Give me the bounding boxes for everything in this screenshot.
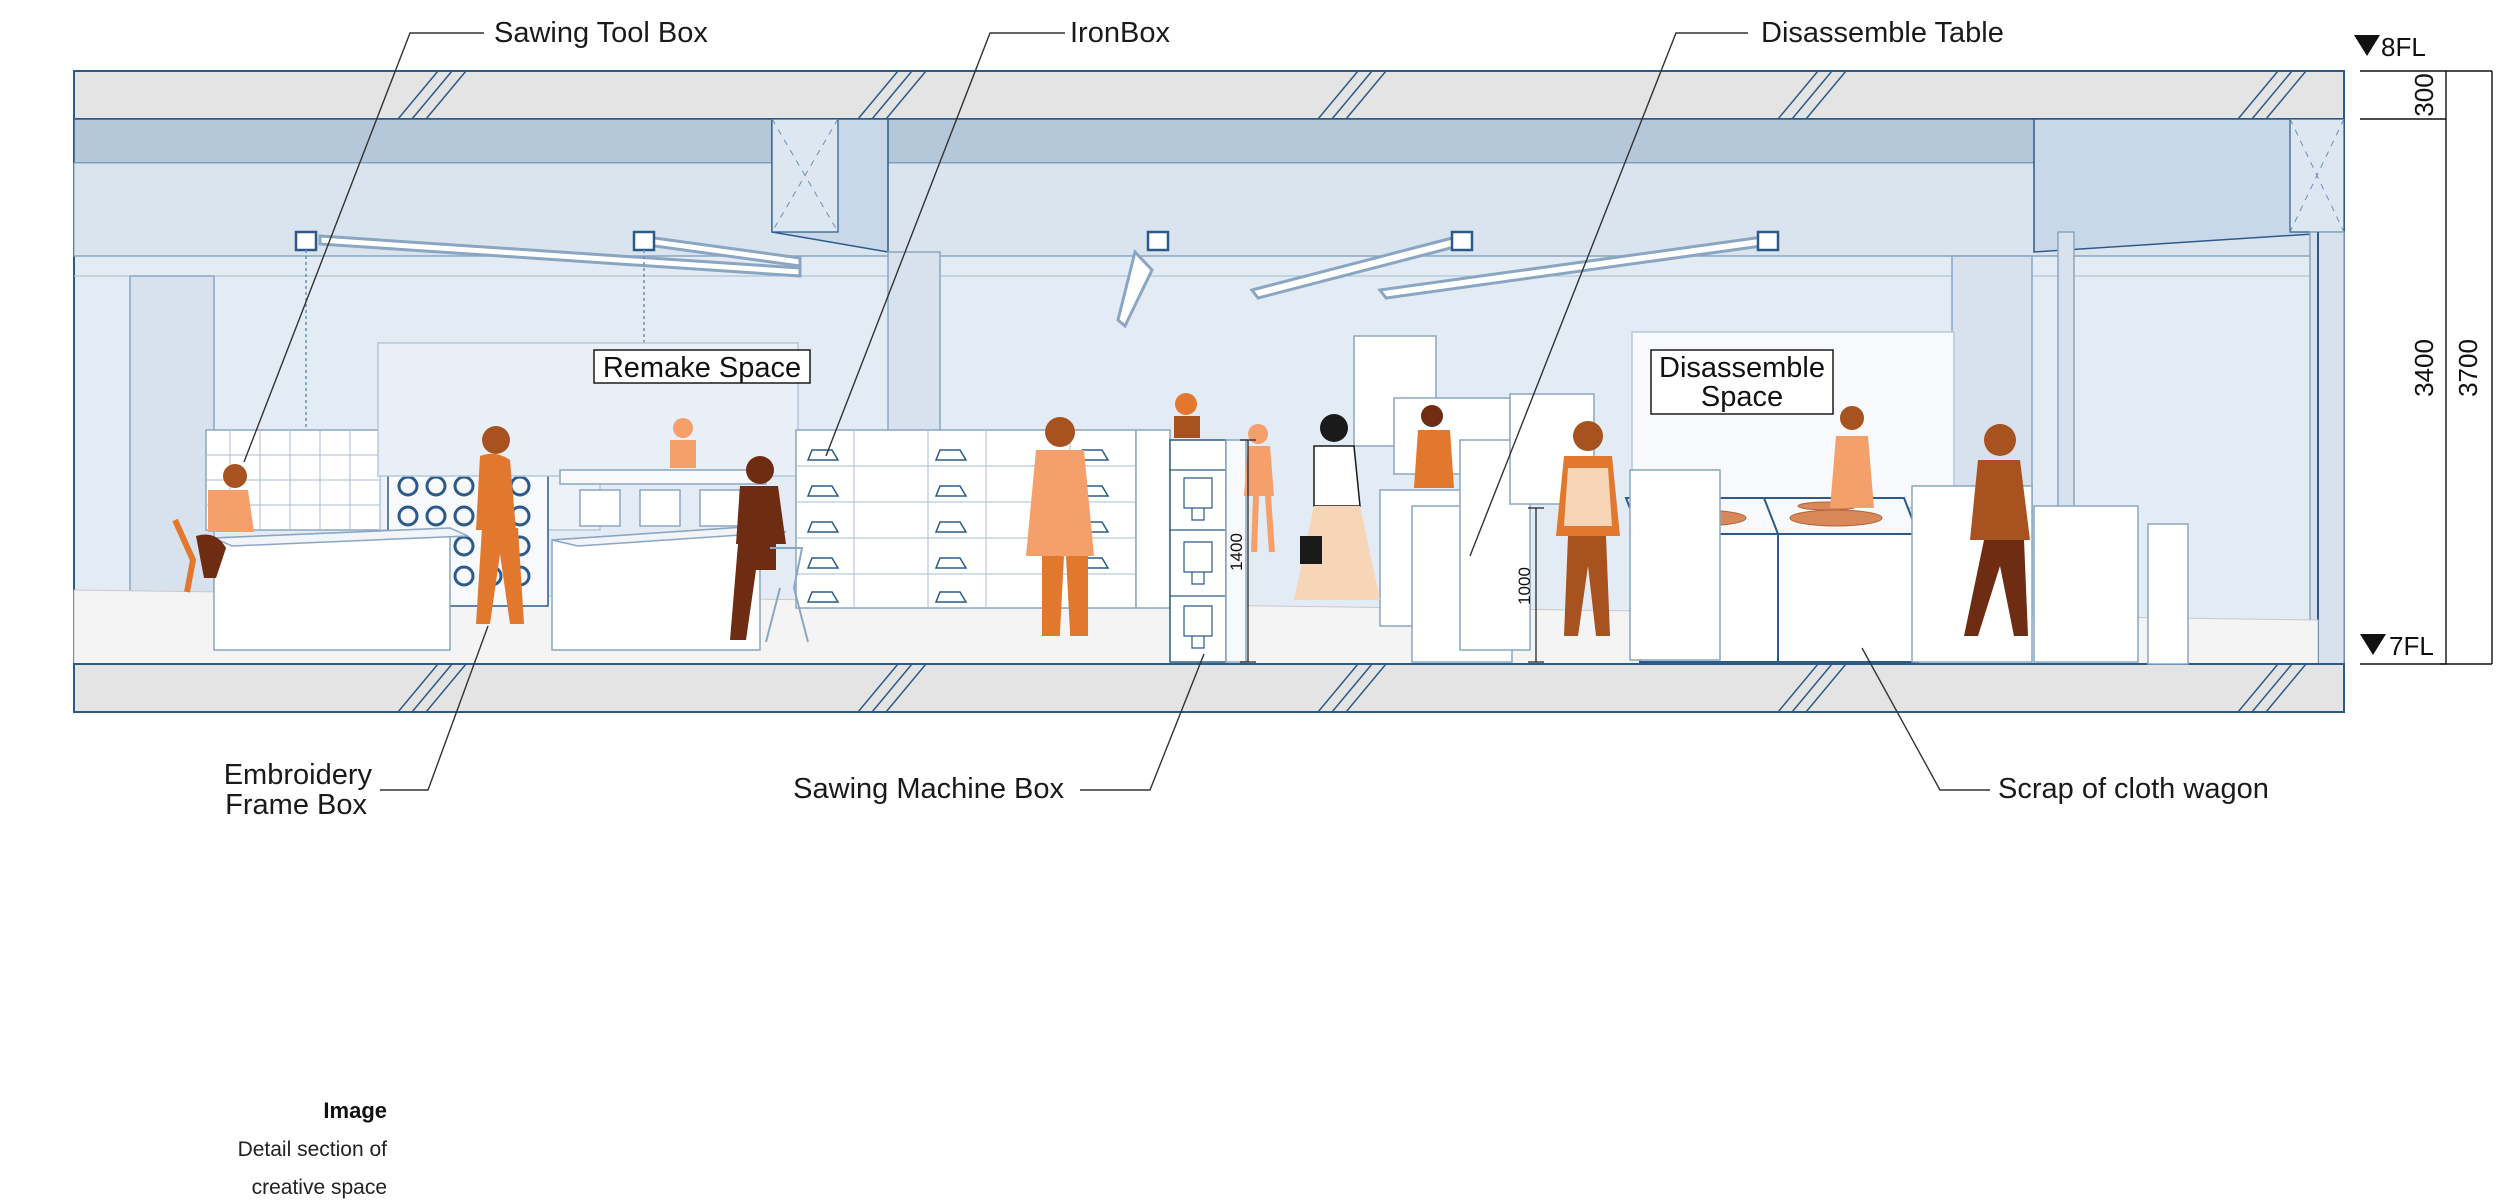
remake-space-label: Remake Space bbox=[593, 349, 811, 384]
lower-slab-break-marks bbox=[397, 663, 2307, 713]
dimension-3700: 3700 bbox=[2453, 339, 2483, 397]
ceiling-beam bbox=[73, 118, 2345, 164]
person-seated-left bbox=[172, 464, 254, 593]
callout-sawing-tool-box: Sawing Tool Box bbox=[494, 17, 708, 49]
callout-scrap-of-cloth-wagon: Scrap of cloth wagon bbox=[1998, 773, 2269, 805]
caption: Image Detail section of creative space bbox=[238, 1098, 388, 1199]
ceiling-lights bbox=[318, 234, 1779, 329]
dimension-chain bbox=[2360, 70, 2493, 665]
sewing-machines bbox=[579, 489, 741, 527]
disassemble-space-text-line2: Space bbox=[1701, 381, 1783, 413]
caption-title: Image bbox=[323, 1098, 387, 1123]
sawing-machine-box-furniture bbox=[1169, 439, 1227, 663]
callout-disassemble-table: Disassemble Table bbox=[1761, 17, 2004, 49]
pendant-hooks bbox=[294, 230, 1780, 252]
person-woman-walking bbox=[1294, 414, 1380, 600]
upper-slab bbox=[73, 70, 2345, 120]
caption-line-2: creative space bbox=[252, 1176, 387, 1199]
level-7fl: 7FL bbox=[2389, 631, 2434, 661]
person-backpack bbox=[1556, 421, 1620, 636]
lower-slab bbox=[73, 663, 2345, 713]
scrap-of-cloth-wagon-furniture bbox=[1629, 469, 1721, 661]
remake-space-text: Remake Space bbox=[603, 352, 801, 384]
person-woman-dress bbox=[1026, 417, 1094, 636]
upper-slab-break-marks bbox=[397, 70, 2307, 120]
callout-iron-box: IronBox bbox=[1070, 17, 1170, 49]
dimension-300: 300 bbox=[2409, 73, 2439, 116]
caption-line-1: Detail section of bbox=[238, 1138, 388, 1161]
level-markers bbox=[2354, 35, 2386, 655]
inline-dimensions bbox=[1240, 439, 1544, 663]
table-height-dimension: 1000 bbox=[1515, 567, 1534, 605]
level-8fl: 8FL bbox=[2381, 32, 2426, 62]
callout-embroidery-frame-box-line1: Embroidery bbox=[224, 759, 373, 791]
person-walking-right bbox=[1964, 424, 2030, 636]
dimension-3400: 3400 bbox=[2409, 339, 2439, 397]
leader-lines bbox=[243, 32, 1990, 791]
person-seated-center bbox=[730, 456, 809, 643]
callout-sawing-machine-box: Sawing Machine Box bbox=[793, 773, 1064, 805]
box-height-dimension: 1400 bbox=[1227, 533, 1246, 571]
callout-embroidery-frame-box-line2: Frame Box bbox=[225, 789, 367, 821]
left-desk bbox=[213, 527, 451, 651]
disassemble-space-label: Disassemble Space bbox=[1650, 349, 1834, 415]
disassemble-space-text-line1: Disassemble bbox=[1659, 352, 1825, 384]
furniture bbox=[205, 331, 2189, 665]
people bbox=[172, 393, 2030, 643]
person-standing-left bbox=[476, 426, 524, 624]
